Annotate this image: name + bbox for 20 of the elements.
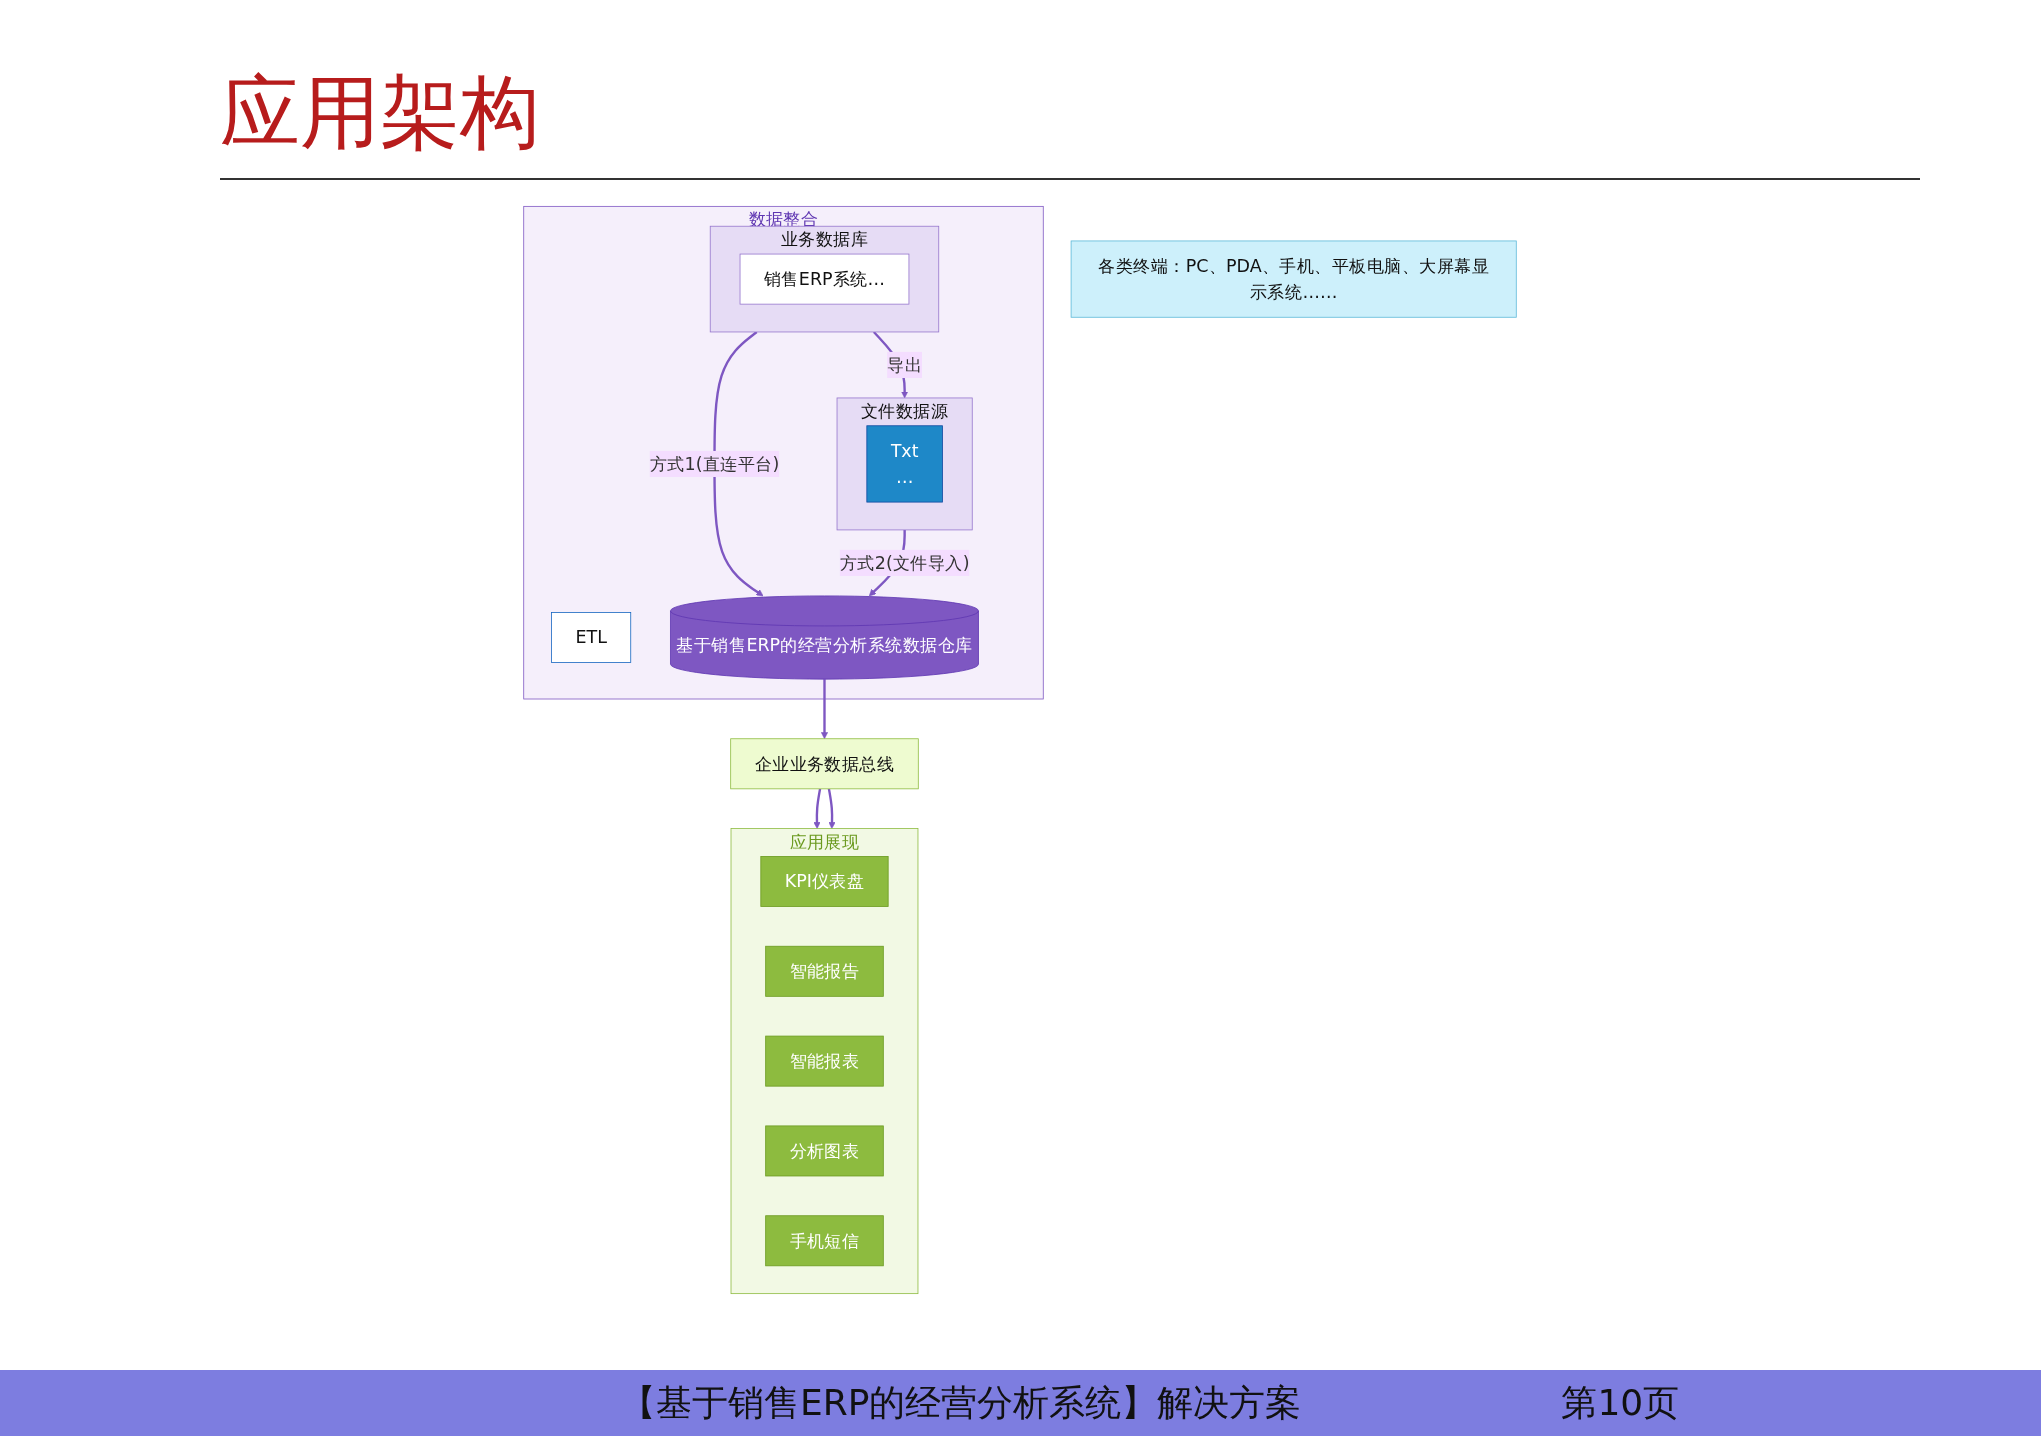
edge-label: 方式1(直连平台) <box>649 453 780 474</box>
arrow <box>821 679 828 740</box>
node-box: 分析图表 <box>765 1125 884 1177</box>
slide-title: 应用架构 <box>220 60 1920 180</box>
page-number: 第10页 <box>1561 1380 1680 1425</box>
node-box: KPI仪表盘 <box>760 856 889 907</box>
edge-label: 导出 <box>887 355 923 375</box>
node-box: 智能报表 <box>765 1035 884 1087</box>
arrow <box>813 788 822 829</box>
node-box: Txt … <box>866 425 943 503</box>
edge-label: 方式2(文件导入) <box>839 552 970 573</box>
node-box: 手机短信 <box>765 1215 884 1267</box>
node-box: ETL <box>551 612 632 663</box>
arrow <box>713 331 764 597</box>
node-box: 智能报告 <box>765 945 884 997</box>
node-box: 销售ERP系统… <box>739 253 910 305</box>
footer-text: 【基于销售ERP的经营分析系统】解决方案 <box>620 1380 1302 1425</box>
arrow <box>827 788 836 829</box>
node-box: 企业业务数据总线 <box>730 738 919 790</box>
node-box: 各类终端：PC、PDA、手机、平板电脑、大屏幕显示系统…… <box>1070 240 1517 318</box>
